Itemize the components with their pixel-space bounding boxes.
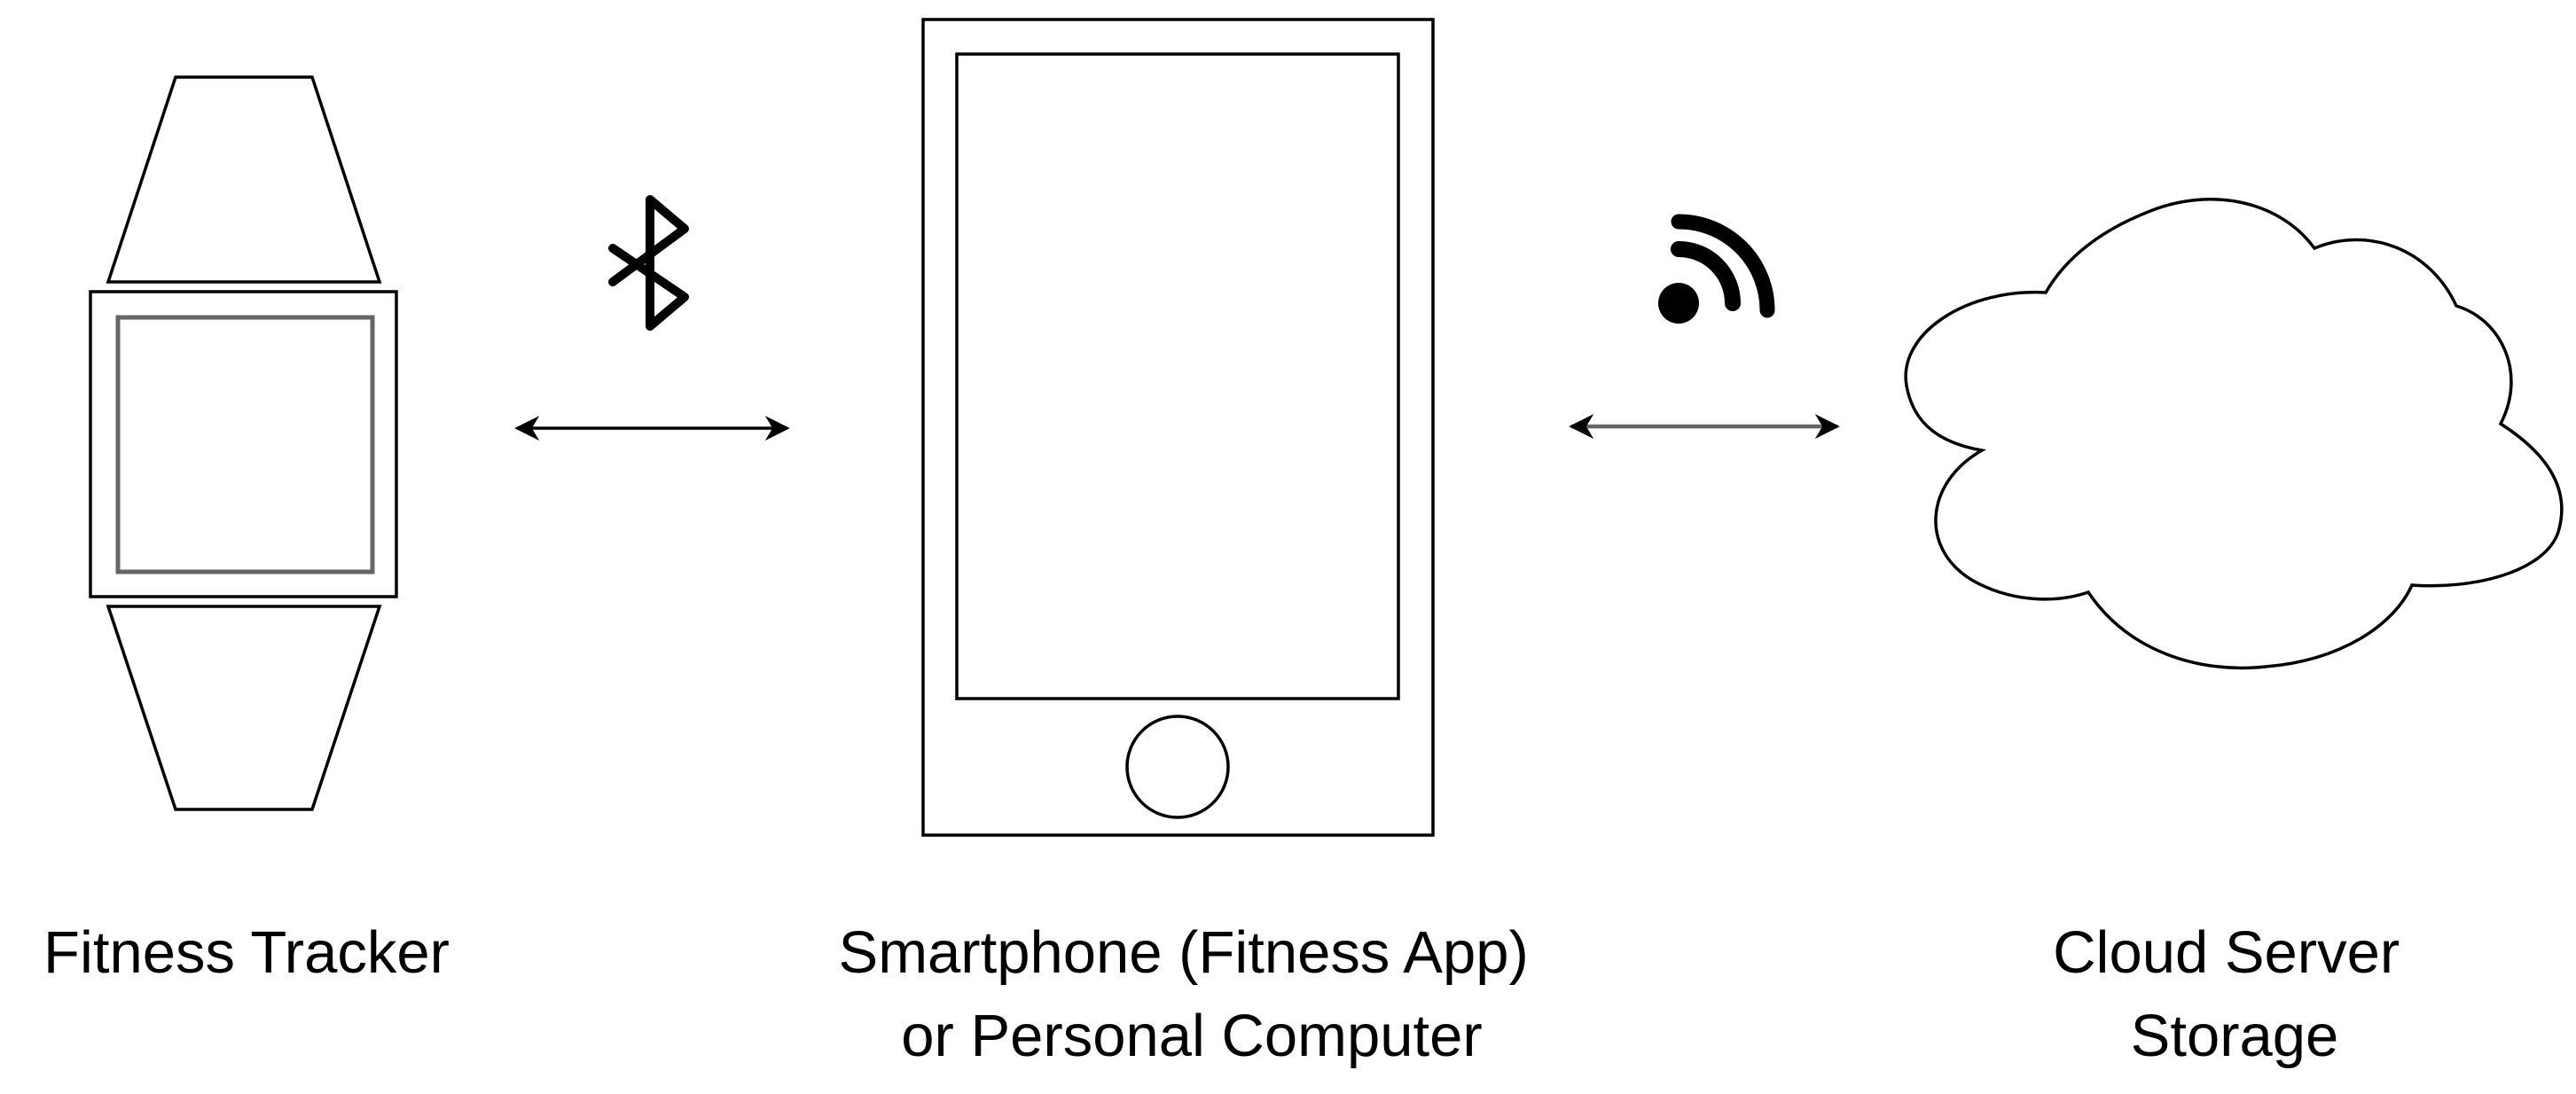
watch-case xyxy=(89,290,398,598)
phone-label-line-2: or Personal Computer xyxy=(901,1003,1482,1069)
bluetooth-icon xyxy=(608,195,689,331)
wireless-signal-icon xyxy=(1658,214,1775,324)
tracker-label: Fitness Tracker xyxy=(43,919,450,986)
watch-strap-bottom xyxy=(106,605,382,811)
phone-body xyxy=(921,18,1435,837)
phone-screen xyxy=(955,52,1400,700)
phone-home-button xyxy=(1125,715,1230,819)
cloud-icon xyxy=(1904,198,2564,670)
phone-label-line-1: Smartphone (Fitness App) xyxy=(839,919,1529,986)
watch-screen xyxy=(115,315,375,574)
smartwatch-icon xyxy=(89,75,398,811)
phone-label: Smartphone (Fitness App) or Personal Com… xyxy=(839,919,1546,1069)
cloud-label-line-2: Storage xyxy=(2131,1003,2339,1069)
tracker-label-line-1: Fitness Tracker xyxy=(43,919,450,986)
smartphone-icon xyxy=(921,18,1435,837)
watch-strap-top xyxy=(106,75,382,284)
cloud-label-line-1: Cloud Server xyxy=(2053,919,2400,986)
cloud-label: Cloud Server Storage xyxy=(2053,919,2416,1069)
